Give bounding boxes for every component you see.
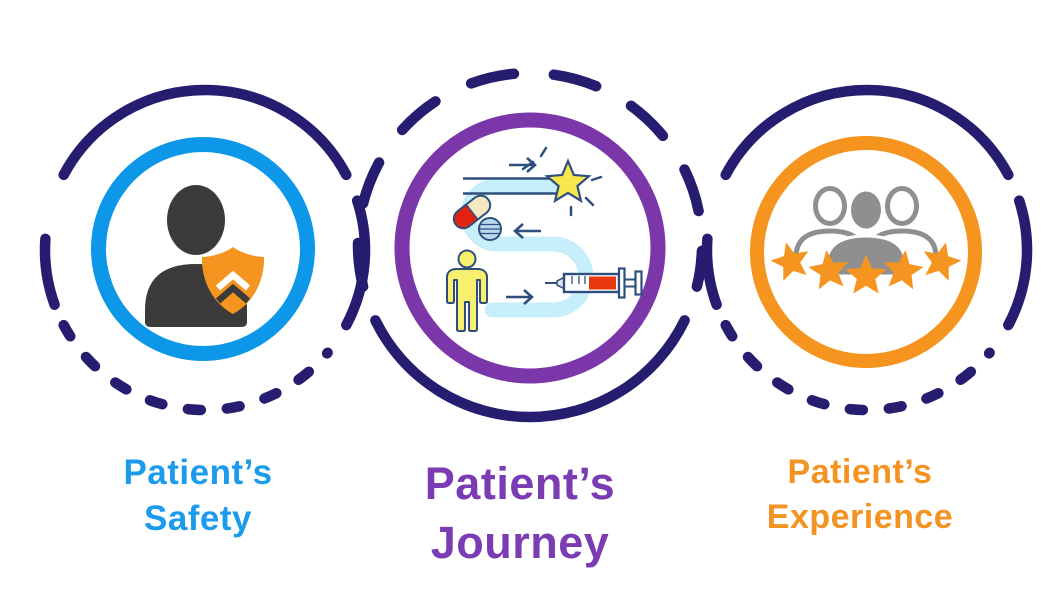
- capsule-divider: [465, 204, 479, 220]
- dashed-arc-top: [58, 84, 352, 181]
- person-head-outline: [813, 186, 847, 226]
- arrow-right-icon: [506, 289, 534, 305]
- medication-journey-icon: [446, 146, 643, 332]
- label-line-2: Experience: [766, 497, 954, 536]
- experience-group: [701, 84, 1033, 416]
- shield-chevron-dark: [215, 283, 251, 304]
- patients-safety-label: Patient’s Safety: [38, 450, 358, 542]
- dashed-arc-top: [720, 84, 1014, 181]
- solid-arc-bottom: [370, 315, 690, 423]
- journey-path-edge-lines: [463, 177, 556, 195]
- patient-body: [446, 268, 488, 332]
- label-line-2: Journey: [430, 517, 610, 569]
- tablet-score-lines: [479, 223, 501, 235]
- star-sparkle-lines: [521, 146, 603, 217]
- syringe-scale-marks: [571, 276, 586, 284]
- label-line-2: Safety: [143, 499, 253, 539]
- patient-head: [457, 249, 477, 269]
- label-line-1: Patient’s: [123, 453, 273, 492]
- label-line-1: Patient’s: [787, 453, 933, 491]
- people-five-star-rating-icon: [767, 186, 965, 294]
- dashed-arc-left: [701, 233, 722, 310]
- journey-group: [352, 67, 708, 423]
- dashed-arc-bottom: [58, 319, 333, 416]
- shield-chevron-white: [215, 270, 251, 291]
- person-with-shield-icon: [145, 185, 265, 327]
- dashed-arc-left: [39, 233, 60, 310]
- tablet-pill-icon: [478, 217, 502, 241]
- syringe-icon: [545, 267, 643, 299]
- dashed-arc-bottom: [720, 319, 995, 416]
- syringe-plunger-rod: [623, 278, 637, 288]
- dashed-arc-top: [352, 67, 708, 292]
- person-head-filled: [847, 187, 885, 233]
- person-head-outline: [885, 186, 919, 226]
- patients-experience-label: Patient’s Experience: [700, 450, 1020, 540]
- label-line-1: Patient’s: [424, 458, 616, 509]
- arrow-left-icon: [513, 223, 541, 239]
- dashed-arc-right: [341, 195, 371, 331]
- patient-figure-icon: [446, 249, 488, 332]
- dashed-arc-right: [1003, 195, 1033, 331]
- journey-dashed-ring: [352, 67, 708, 423]
- safety-dashed-ring: [39, 84, 371, 416]
- patients-journey-label: Patient’s Journey: [360, 454, 680, 573]
- capsule-pill-icon: [452, 194, 492, 230]
- person-head: [167, 185, 225, 255]
- experience-dashed-ring: [701, 84, 1033, 416]
- safety-group: [39, 84, 371, 416]
- syringe-plunger-cap: [634, 270, 643, 296]
- syringe-medicine: [589, 276, 616, 290]
